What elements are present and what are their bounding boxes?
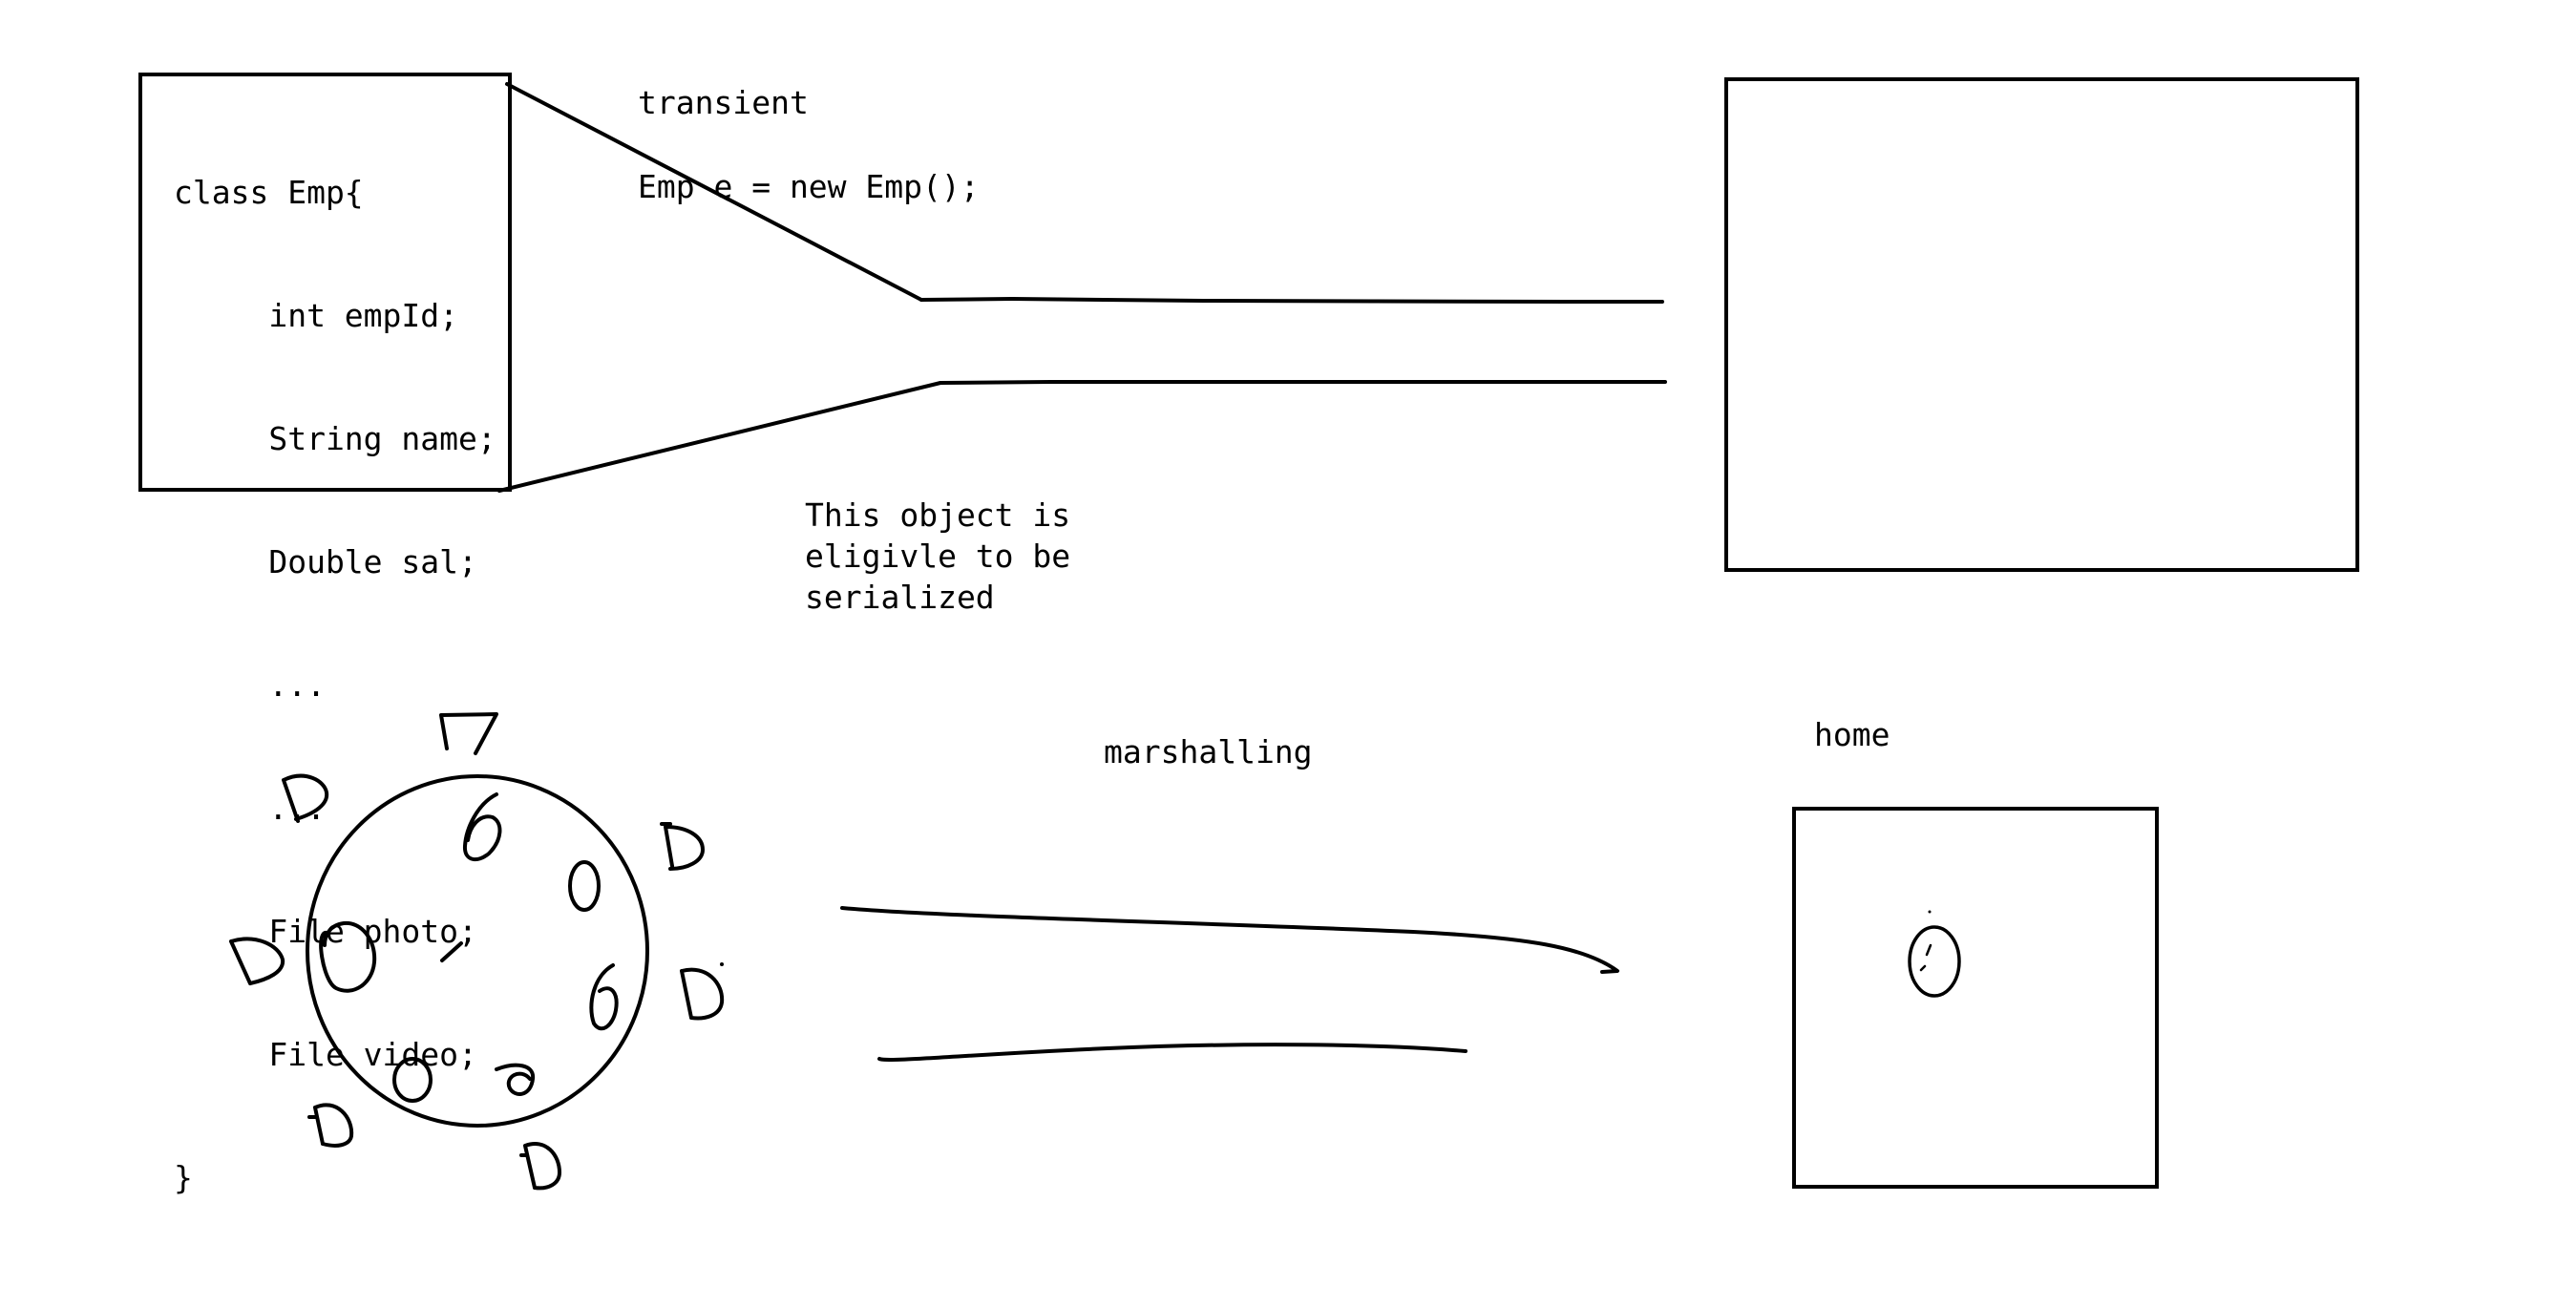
code-line: ... [174,666,326,704]
digit-mark [568,860,601,912]
d-mark [680,967,725,1021]
center-tick [440,941,463,962]
class-definition-box [138,73,512,492]
digit-mark [319,920,377,993]
instantiation-label: Emp e = new Emp(); [638,168,980,205]
d-mark [519,1142,561,1191]
dot-mark [1928,910,1932,914]
pipe-upper-diagonal [505,82,923,302]
home-label: home [1814,716,1890,753]
stream-line-upper [840,906,1619,974]
object-circle [306,774,649,1128]
d-mark [229,937,285,985]
digit-mark [392,1057,433,1103]
d-mark [307,1103,354,1148]
destination-box [1724,77,2359,572]
d-mark [660,822,705,871]
d-mark [439,712,498,755]
digit-mark [589,963,619,1031]
code-line: } [174,1159,193,1196]
pipe-lower-line [939,380,1667,385]
marshalling-label: marshalling [1104,733,1313,770]
digit-mark [463,792,502,862]
pipe-lower-diagonal [497,381,942,493]
code-line: int empId; [174,297,459,334]
serializable-note: This object is eligivle to be serialized [805,496,1071,616]
home-box [1792,807,2159,1189]
home-object [1908,925,1961,998]
home-object-mark [1919,943,1932,972]
code-line: Double sal; [174,543,477,580]
class-code-block: class Emp{ int empId; String name; Doubl… [174,90,496,1239]
digit-mark [495,1063,536,1096]
code-line: class Emp{ [174,174,364,211]
stream-line-lower [877,1043,1467,1062]
code-line: String name; [174,420,496,457]
pipe-upper-line [919,297,1664,304]
dot-mark [720,962,724,966]
transient-label: transient [638,84,809,121]
d-mark [282,773,329,823]
